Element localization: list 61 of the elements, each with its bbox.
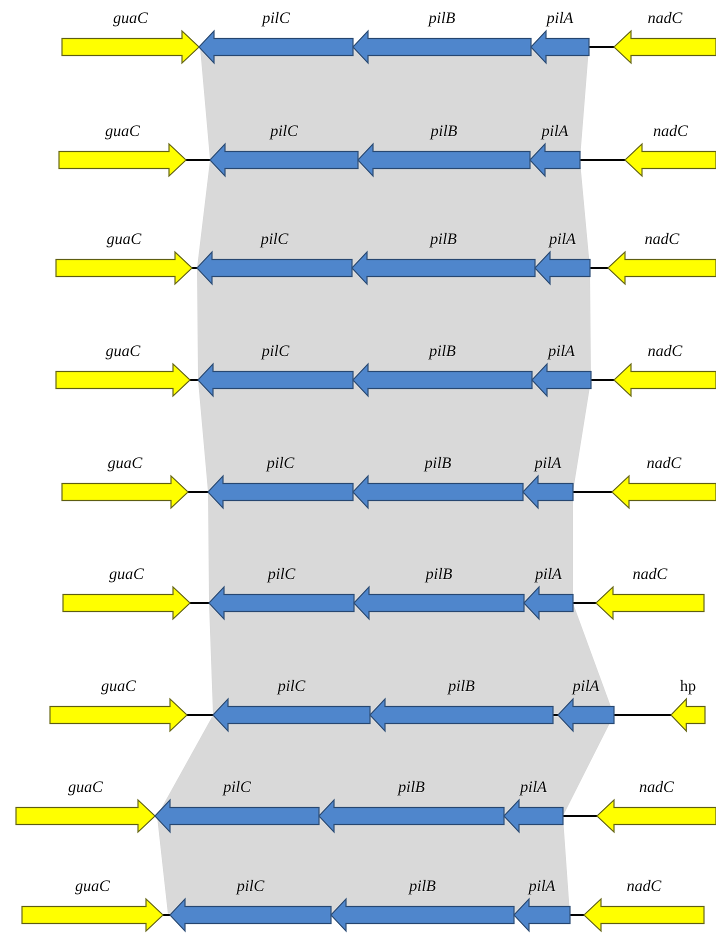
- gene-label: nadC: [644, 230, 680, 250]
- gene-label: guaC: [75, 877, 110, 897]
- gene-label: pilA: [535, 565, 562, 585]
- intergenic-line: [591, 379, 614, 381]
- gene-label: pilC: [268, 565, 296, 585]
- gene-label: pilA: [546, 9, 574, 29]
- gene-label: pilC: [278, 677, 306, 697]
- intergenic-line: [590, 267, 608, 269]
- gene-label: pilB: [448, 677, 475, 697]
- gene-label: pilC: [266, 454, 294, 474]
- intergenic-line: [187, 714, 213, 716]
- intergenic-line: [190, 602, 209, 604]
- gene-label: nadC: [648, 9, 682, 29]
- gene-label: guaC: [106, 342, 140, 362]
- gene-label: pilB: [429, 342, 456, 362]
- gene-label: nadC: [646, 454, 682, 474]
- gene-label: nadC: [639, 778, 674, 798]
- intergenic-line: [188, 491, 208, 493]
- intergenic-line: [563, 815, 597, 817]
- gene-label: nadC: [648, 342, 682, 362]
- gene-label: guaC: [68, 778, 103, 798]
- gene-label: pilB: [424, 454, 452, 474]
- intergenic-line: [573, 491, 612, 493]
- gene-label: pilC: [236, 877, 264, 897]
- gene-label: nadC: [626, 877, 662, 897]
- gene-label: pilA: [548, 342, 575, 362]
- gene-label: pilC: [223, 778, 251, 798]
- gene-label: nadC: [632, 565, 668, 585]
- gene-label: pilB: [428, 9, 456, 29]
- gene-label: guaC: [113, 9, 148, 29]
- gene-label: pilC: [270, 122, 298, 142]
- intergenic-line: [573, 602, 596, 604]
- gene-label: pilB: [409, 877, 436, 897]
- intergenic-line: [589, 46, 614, 48]
- gene-label: pilB: [430, 230, 457, 250]
- gene-label: pilA: [572, 677, 600, 697]
- gene-label: pilC: [260, 230, 288, 250]
- gene-label: guaC: [101, 677, 136, 697]
- intergenic-line: [186, 159, 210, 161]
- gene-label: guaC: [108, 454, 142, 474]
- gene-label: pilA: [549, 230, 576, 250]
- intergenic-line: [163, 914, 170, 916]
- gene-label: pilA: [542, 122, 568, 142]
- gene-label: pilC: [262, 9, 290, 29]
- intergenic-line: [192, 267, 197, 269]
- gene-label: nadC: [653, 122, 688, 142]
- gene-label: guaC: [109, 565, 144, 585]
- gene-label: pilC: [262, 342, 290, 362]
- intergenic-line: [190, 379, 198, 381]
- intergenic-line: [614, 714, 671, 716]
- gene-label: guaC: [106, 230, 142, 250]
- gene-label: guaC: [105, 122, 140, 142]
- gene-label: pilB: [398, 778, 425, 798]
- gene-label: pilB: [426, 565, 452, 585]
- gene-label: pilA: [528, 877, 556, 897]
- gene-label: pilA: [534, 454, 562, 474]
- gene-label: pilB: [430, 122, 458, 142]
- gene-label: hp: [680, 677, 696, 697]
- gene-label: pilA: [520, 778, 547, 798]
- intergenic-line: [580, 159, 625, 161]
- intergenic-line: [570, 914, 584, 916]
